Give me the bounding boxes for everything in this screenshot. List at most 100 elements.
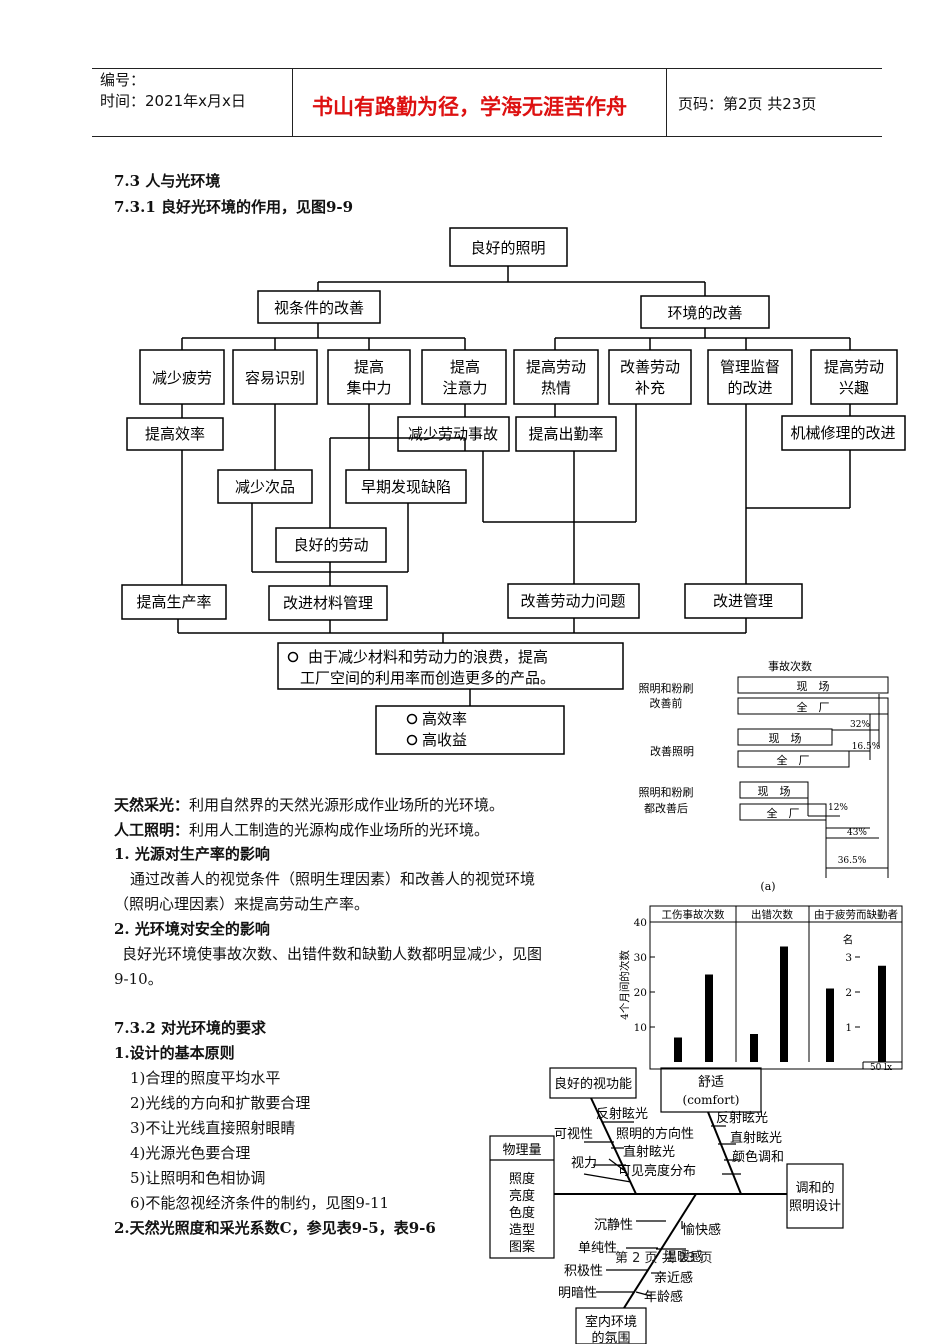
bar — [750, 1034, 758, 1062]
flow-raise-attendance: 提高出勤率 — [528, 425, 603, 443]
fish-factor: 可视性 — [554, 1127, 593, 1142]
group3-label2: 都改善后 — [644, 801, 688, 815]
artificial-lighting-term: 人工照明： — [114, 821, 190, 839]
fish-comfort-factor: 反射眩光 — [716, 1110, 768, 1126]
fish-head-line2: 照明设计 — [789, 1199, 841, 1214]
flow-r3-line2: 的改进 — [727, 379, 772, 397]
fish-tail-item: 色度 — [509, 1205, 535, 1221]
panel-title-absence: 由于疲劳而缺勤者 — [814, 908, 898, 921]
bar-chart-ylabel: 4个月间的次数 — [618, 950, 631, 1020]
safety-para-line2: 9-10。 — [114, 970, 163, 988]
heading-design-principles: 1.设计的基本原则 — [114, 1044, 235, 1062]
flow-raise-efficiency: 提高效率 — [145, 425, 205, 443]
fish-factor: 照明的方向性 — [616, 1126, 694, 1142]
fish-factor: 直射眩光 — [623, 1144, 675, 1160]
bar — [674, 1037, 682, 1062]
flow-l3-line1: 提高 — [354, 358, 384, 376]
header-divider — [292, 68, 293, 136]
flow-improve-mgmt: 改进管理 — [713, 592, 773, 610]
y-tick-label: 10 — [634, 1022, 647, 1034]
fish-mood-factor: 亲近感 — [654, 1270, 693, 1286]
fish-comfort-line2: (comfort) — [683, 1093, 740, 1107]
group3-label1: 照明和粉刷 — [639, 786, 694, 799]
g1-bar2-label: 全 厂 — [797, 700, 830, 714]
flow-reduce-accidents: 减少劳动事故 — [408, 425, 498, 443]
fish-comfort-line1: 舒适 — [698, 1075, 724, 1090]
safety-para-line1: 良好光环境使事故次数、出错件数和缺勤人数都明显减少，见图 — [122, 945, 543, 963]
productivity-para-line2: （照明心理因素）来提高劳动生产率。 — [114, 895, 370, 913]
incident-bar-chart: 工伤事故次数 出错次数 由于疲劳而缺勤者 4个月间的次数 名 50 lx 403… — [618, 905, 903, 1073]
group1-label2: 改善前 — [650, 696, 683, 710]
principle-item: 1)合理的照度平均水平 — [130, 1069, 281, 1087]
principle-item: 5)让照明和色相协调 — [130, 1169, 266, 1187]
flow-r2-line1: 改善劳动 — [620, 358, 680, 376]
y-tick-label: 40 — [634, 917, 647, 929]
section-title: 7.3 人与光环境 — [114, 172, 221, 190]
heading-productivity: 1. 光源对生产率的影响 — [114, 845, 270, 863]
flow-labor-problem: 改善劳动力问题 — [520, 592, 625, 610]
panel-title-injury: 工伤事故次数 — [662, 908, 725, 921]
flow-material-mgmt: 改进材料管理 — [283, 594, 373, 612]
right-axis-unit: 名 — [843, 933, 854, 946]
pct-43: 43% — [847, 828, 867, 838]
flow-easy-recognition: 容易识别 — [245, 369, 305, 387]
g1-bar1-label: 现 场 — [797, 679, 830, 693]
doc-time-label: 时间：2021年x月x日 — [100, 92, 246, 110]
flow-summary-line1: 由于减少材料和劳动力的浪费，提高 — [308, 648, 548, 666]
fish-comfort-factor: 直射眩光 — [730, 1130, 782, 1146]
pct-12: 12% — [828, 803, 848, 813]
fish-mood-factor: 愉快感 — [682, 1222, 721, 1238]
doc-number-label: 编号： — [100, 71, 146, 89]
fish-tail-item: 图案 — [509, 1240, 535, 1255]
fish-mood-factor: 单纯性 — [578, 1241, 617, 1256]
pct-16-5: 16.5% — [852, 742, 881, 752]
accident-chart-caption: (a) — [760, 880, 775, 893]
header-divider — [666, 68, 667, 136]
flow-good-work: 良好的劳动 — [293, 536, 368, 554]
flow-machine-repair: 机械修理的改进 — [790, 424, 895, 442]
header-motto: 书山有路勤为径，学海无涯苦作舟 — [312, 95, 627, 119]
flow-r2-line2: 补充 — [635, 379, 665, 397]
fish-tail-item: 照度 — [509, 1171, 535, 1187]
flow-left-main: 视条件的改善 — [274, 299, 364, 317]
principle-item: 2)光线的方向和扩散要合理 — [130, 1094, 311, 1112]
flow-r1-line1: 提高劳动 — [526, 358, 586, 376]
g3-bar2-label: 全 厂 — [767, 806, 800, 820]
right-y-tick-label: 3 — [845, 952, 852, 964]
g3-bar1-label: 现 场 — [758, 784, 791, 798]
principle-item: 6)不能忽视经济条件的制约，见图9-11 — [130, 1194, 390, 1212]
principle-item: 3)不让光线直接照射眼睛 — [130, 1119, 296, 1137]
header-top-rule — [92, 68, 882, 69]
flow-r3-line1: 管理监督 — [720, 358, 780, 376]
header-bottom-rule — [92, 136, 882, 137]
lighting-benefit-flowchart: 良好的照明 视条件的改善 环境的改善 减少疲劳 容易识别 提高 集中力 提高 注… — [121, 227, 906, 755]
natural-lighting-def: 利用自然界的天然光源形成作业场所的光环境。 — [189, 796, 505, 814]
fish-head-line1: 调和的 — [795, 1180, 834, 1196]
pct-32: 32% — [850, 720, 870, 730]
flow-r1-line2: 热情 — [541, 379, 571, 397]
bar — [780, 946, 788, 1062]
g2-bar2-label: 全 厂 — [777, 753, 810, 767]
flow-raise-productivity: 提高生产率 — [136, 593, 211, 611]
flow-l3-line2: 集中力 — [346, 379, 391, 397]
flow-output-efficiency: 高效率 — [422, 710, 467, 728]
accident-count-chart: 事故次数 照明和粉刷 改善前 改善照明 照明和粉刷 都改善后 (a) 现 场 全… — [639, 659, 889, 893]
bar — [826, 988, 834, 1062]
fish-atmosphere-line2: 的氛围 — [591, 1330, 630, 1344]
flow-reduce-fatigue: 减少疲劳 — [152, 369, 212, 387]
right-y-tick-label: 1 — [845, 1022, 852, 1034]
right-y-tick-label: 2 — [845, 987, 852, 999]
natural-lighting-line: 天然采光：利用自然界的天然光源形成作业场所的光环境。 — [114, 794, 504, 815]
flow-early-detection: 早期发现缺陷 — [361, 478, 451, 496]
fish-tail-item: 亮度 — [509, 1188, 535, 1204]
section-subtitle: 7.3.1 良好光环境的作用，见图9-9 — [114, 198, 354, 216]
fish-comfort-factor: 颜色调和 — [732, 1149, 784, 1165]
fish-mood-factor: 明暗性 — [558, 1286, 597, 1301]
panel-title-errors: 出错次数 — [751, 908, 793, 921]
fish-mood-factor: 积极性 — [564, 1264, 603, 1279]
g2-bar1-label: 现 场 — [769, 731, 802, 745]
flow-right-main: 环境的改善 — [667, 304, 742, 322]
pct-36-5: 36.5% — [838, 856, 867, 866]
page-footer: 第 2 页 共 23 页 — [615, 1251, 713, 1266]
flow-r4-line2: 兴趣 — [839, 379, 869, 397]
